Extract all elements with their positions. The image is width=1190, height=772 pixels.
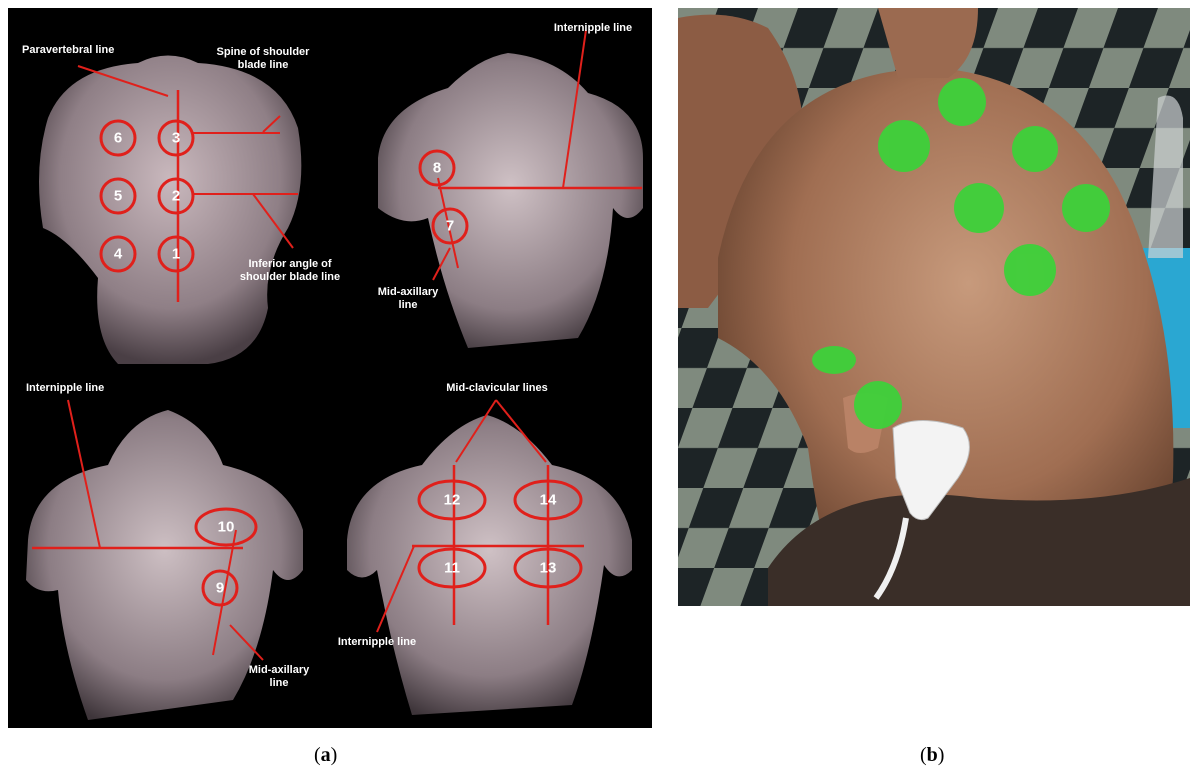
point-12-label: 12	[444, 492, 461, 509]
point-10-label: 10	[218, 519, 235, 536]
mid-axillary-label-bottom: Mid-axillary line	[244, 664, 314, 690]
lateral-view-top-quadrant: 7 8 Internipple line Mid-axillary line	[358, 8, 652, 364]
caption-a-close: )	[331, 744, 338, 766]
point-6-label: 6	[114, 130, 122, 147]
front-torso-shape	[347, 415, 632, 715]
point-2-label: 2	[172, 188, 180, 205]
panel-a-figure: 1 2 3 4 5 6 Paravertebral line Spine of …	[8, 8, 652, 728]
point-1-label: 1	[172, 246, 180, 263]
point-11-label: 11	[444, 560, 460, 577]
back-view-quadrant: 1 2 3 4 5 6 Paravertebral line Spine of …	[8, 8, 352, 364]
caption-b-letter: b	[927, 744, 938, 766]
marker-dot-axilla	[812, 346, 856, 374]
patient-back-scene	[678, 8, 1190, 606]
point-5-label: 5	[114, 188, 122, 205]
point-7-label: 7	[446, 218, 454, 235]
marker-dot-right-lower	[1062, 184, 1110, 232]
inferior-angle-label: Inferior angle of shoulder blade line	[230, 258, 350, 284]
mid-clavicular-label: Mid-clavicular lines	[422, 382, 572, 395]
marker-dot-lower	[1004, 244, 1056, 296]
marker-dot-right-upper	[1012, 126, 1058, 172]
lateral-view-bottom-quadrant: 9 10 Internipple line Mid-axillary line	[8, 370, 316, 728]
caption-b-open: (	[920, 744, 927, 766]
point-9-label: 9	[216, 580, 224, 597]
marker-dot-top	[938, 78, 986, 126]
internipple-label-top: Internipple line	[538, 22, 648, 35]
front-torso-illustration: 11 12 13 14	[322, 370, 652, 728]
point-14-label: 14	[540, 492, 557, 509]
internipple-label-front: Internipple line	[322, 636, 432, 649]
caption-a-letter: a	[321, 744, 331, 766]
panel-b-figure	[678, 8, 1190, 606]
front-view-quadrant: 11 12 13 14 Mid-clavicular lines Interni…	[322, 370, 652, 728]
mid-axillary-label-top: Mid-axillary line	[373, 286, 443, 312]
marker-dot-center	[954, 183, 1004, 233]
point-3-label: 3	[172, 130, 180, 147]
caption-a-open: (	[314, 744, 321, 766]
caption-b-close: )	[938, 744, 945, 766]
marker-dot-side	[854, 381, 902, 429]
point-8-label: 8	[433, 160, 441, 177]
internipple-label-bottom: Internipple line	[26, 382, 136, 395]
marker-dot-left	[878, 120, 930, 172]
caption-b: (b)	[920, 744, 944, 767]
back-torso-shape	[39, 56, 301, 365]
point-4-label: 4	[114, 246, 123, 263]
caption-a: (a)	[314, 744, 337, 767]
paravertebral-label: Paravertebral line	[22, 44, 152, 57]
spine-scapula-label: Spine of shoulder blade line	[208, 46, 318, 72]
point-13-label: 13	[540, 560, 557, 577]
